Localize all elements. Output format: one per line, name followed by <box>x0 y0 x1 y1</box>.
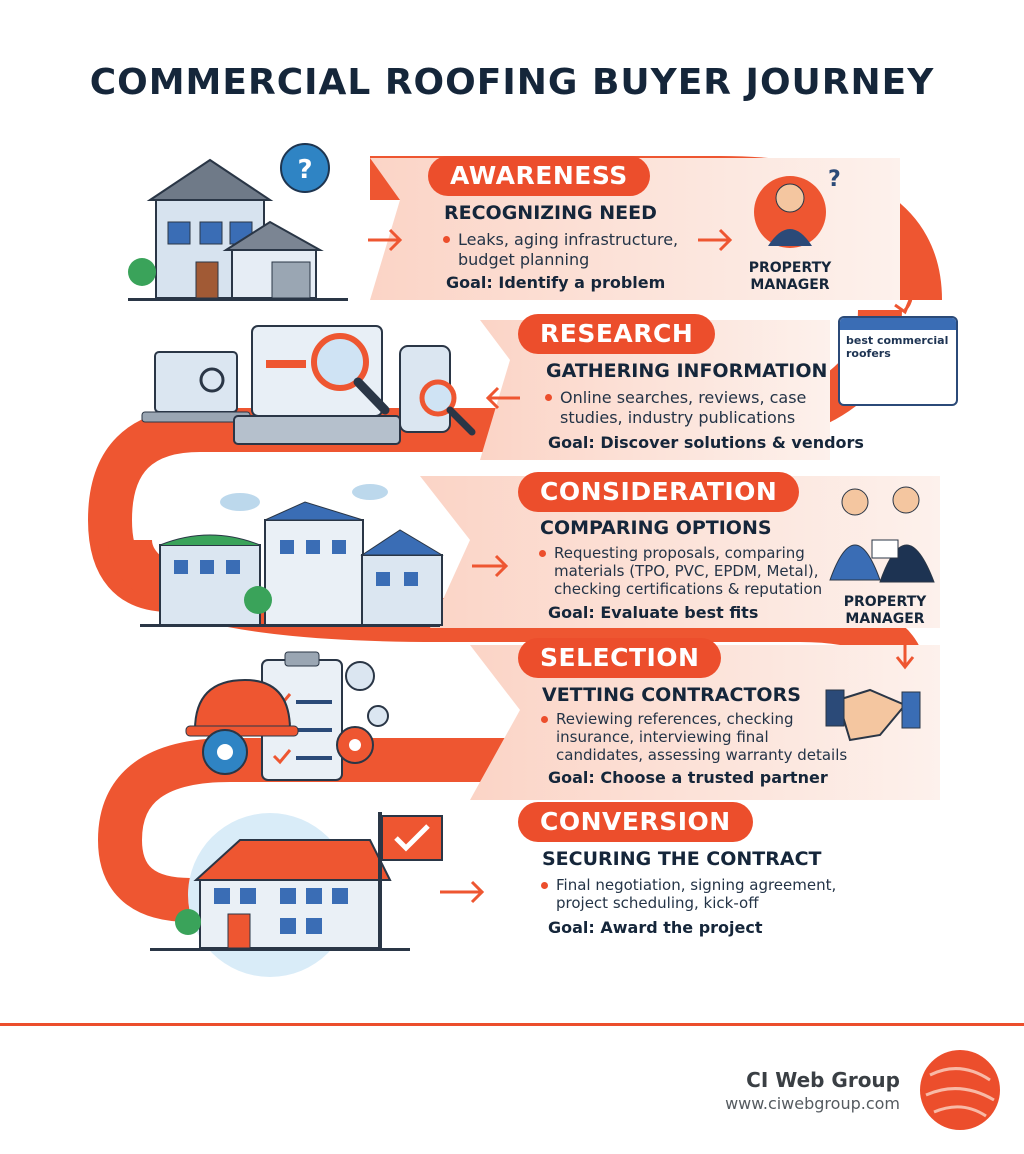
stage-awareness-detail: Leaks, aging infrastructure, budget plan… <box>443 230 698 270</box>
role-property-manager: PROPERTY MANAGER <box>748 260 832 293</box>
house-icon <box>128 158 348 301</box>
stage-research-detail: Online searches, reviews, case studies, … <box>545 388 822 428</box>
stage-awareness-label: AWARENESS <box>428 156 650 196</box>
hard-hat-icon <box>185 678 299 737</box>
stage-research-label: RESEARCH <box>518 314 716 354</box>
brand-name: CI Web Group <box>746 1068 900 1092</box>
stage-consideration-label: CONSIDERATION <box>518 472 800 512</box>
stage-conversion-detail: Final negotiation, signing agreement, pr… <box>541 876 862 912</box>
stage-consideration-detail: Requesting proposals, comparing material… <box>539 544 826 598</box>
stage-selection-heading: VETTING CONTRACTORS <box>542 684 801 706</box>
stage-awareness-heading: RECOGNIZING NEED <box>444 202 657 224</box>
brand-logo-icon <box>920 1050 1000 1130</box>
arrows <box>368 228 915 904</box>
stage-consideration-heading: COMPARING OPTIONS <box>540 517 772 539</box>
stage-selection-goal: Goal: Choose a trusted partner <box>548 768 828 787</box>
stage-awareness-goal: Goal: Identify a problem <box>446 273 666 292</box>
stage-selection-label: SELECTION <box>518 638 722 678</box>
property-manager-avatar: ? <box>754 167 841 248</box>
handshake-icon <box>825 688 921 742</box>
svg-text:?: ? <box>297 155 312 185</box>
property-managers-avatar <box>829 486 935 583</box>
city-buildings-icon <box>140 484 444 627</box>
svg-text:?: ? <box>828 167 841 192</box>
gear-icon <box>202 661 389 775</box>
stage-selection-detail: Reviewing references, checking insurance… <box>541 710 848 764</box>
laptop-search-icon <box>141 325 401 445</box>
stage-research-heading: GATHERING INFORMATION <box>546 360 828 382</box>
footer-divider <box>0 1023 1024 1026</box>
search-box-graphic: best commercial roofers <box>838 316 958 406</box>
page-title: COMMERCIAL ROOFING BUYER JOURNEY <box>89 62 935 103</box>
search-query-text: best commercial roofers <box>846 334 949 360</box>
final-house-icon <box>150 813 410 977</box>
stage-consideration-goal: Goal: Evaluate best fits <box>548 603 759 622</box>
stage-conversion-goal: Goal: Award the project <box>548 918 763 937</box>
brand-url[interactable]: www.ciwebgroup.com <box>725 1094 900 1113</box>
stage-conversion-heading: SECURING THE CONTRACT <box>542 848 822 870</box>
question-bubble-icon: ? <box>280 143 330 193</box>
clipboard-checklist-icon <box>261 651 343 781</box>
stage-research-goal: Goal: Discover solutions & vendors <box>548 433 864 452</box>
stage-conversion-label: CONVERSION <box>518 802 753 842</box>
role-property-manager-2: PROPERTY MANAGER <box>843 594 927 627</box>
flag-check-icon <box>378 812 443 948</box>
phone-search-icon <box>399 345 476 436</box>
